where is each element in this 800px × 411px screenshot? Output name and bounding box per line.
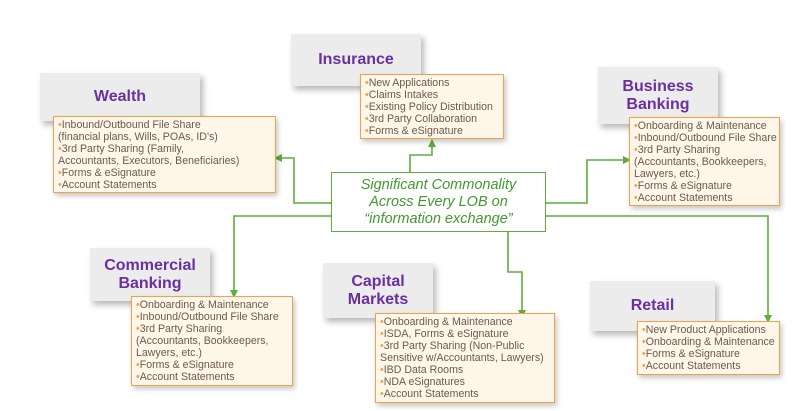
business-banking-title-line-1: Business xyxy=(622,77,694,95)
retail-item: Forms & eSignature xyxy=(642,348,775,360)
business-banking-item: Inbound/Outbound File Share xyxy=(634,132,777,144)
capital-markets-item: Onboarding & Maintenance xyxy=(380,316,550,328)
commercial-banking-item: Account Statements xyxy=(136,371,288,383)
center-line-3: “information exchange” xyxy=(364,210,513,227)
business-banking-item: 3rd Party Sharing xyxy=(634,144,775,156)
retail-item: New Product Applications xyxy=(642,324,775,336)
wealth-item: Account Statements xyxy=(58,179,271,191)
commercial-banking-title-box: Commercial Banking xyxy=(90,248,210,301)
connector-retail xyxy=(540,212,772,323)
retail-title: Retail xyxy=(630,297,675,314)
capital-markets-item: NDA eSignatures xyxy=(380,376,550,388)
connector-commercial-banking xyxy=(230,212,337,298)
insurance-item: Existing Policy Distribution xyxy=(365,101,499,113)
insurance-item: New Applications xyxy=(365,77,499,89)
capital-markets-title-box: Capital Markets xyxy=(323,263,433,318)
capital-markets-items: Onboarding & MaintenanceISDA, Forms & eS… xyxy=(375,313,555,403)
capital-markets-title-line-2: Markets xyxy=(347,290,409,308)
wealth-title: Wealth xyxy=(93,88,147,105)
center-statement: Significant Commonality Across Every LOB… xyxy=(331,172,546,232)
commercial-banking-item: Lawyers, etc.) xyxy=(136,347,202,359)
capital-markets-item: IBD Data Rooms xyxy=(380,364,550,376)
connector-insurance xyxy=(406,139,436,178)
insurance-title: Insurance xyxy=(318,51,394,68)
commercial-banking-title-line-1: Commercial xyxy=(104,256,196,274)
wealth-items: Inbound/Outbound File Share(financial pl… xyxy=(53,116,276,193)
capital-markets-item: Account Statements xyxy=(380,388,550,400)
business-banking-item: (Accountants, Bookkeepers, xyxy=(634,156,767,168)
capital-markets-item: Sensitive w/Accountants, Lawyers) xyxy=(380,352,544,364)
capital-markets-item: 3rd Party Sharing (Non-Public xyxy=(380,340,550,352)
commercial-banking-title-line-2: Banking xyxy=(118,274,182,292)
wealth-item: 3rd Party Sharing (Family, xyxy=(58,143,271,155)
commercial-banking-item: Inbound/Outbound File Share xyxy=(136,311,288,323)
insurance-item: Forms & eSignature xyxy=(365,125,499,137)
business-banking-item: Lawyers, etc.) xyxy=(634,168,700,180)
wealth-title-box: Wealth xyxy=(40,73,200,121)
capital-markets-title-line-1: Capital xyxy=(351,272,405,290)
wealth-item: Accountants, Executors, Beneficiaries) xyxy=(58,155,240,167)
connector-capital-markets xyxy=(504,226,526,318)
commercial-banking-item: (Accountants, Bookkeepers, xyxy=(136,335,269,347)
retail-item: Account Statements xyxy=(642,360,775,372)
insurance-item: 3rd Party Collaboration xyxy=(365,113,499,125)
connector-business-banking xyxy=(540,156,631,207)
business-banking-title-box: Business Banking xyxy=(598,67,718,124)
business-banking-title-line-2: Banking xyxy=(626,95,690,113)
retail-items: New Product ApplicationsOnboarding & Mai… xyxy=(637,321,780,375)
retail-item: Onboarding & Maintenance xyxy=(642,336,775,348)
business-banking-item: Account Statements xyxy=(634,192,775,204)
business-banking-items: Onboarding & MaintenanceInbound/Outbound… xyxy=(629,117,780,206)
connector-wealth xyxy=(274,154,337,207)
commercial-banking-item: Onboarding & Maintenance xyxy=(136,299,288,311)
commercial-banking-items: Onboarding & MaintenanceInbound/Outbound… xyxy=(131,296,293,386)
wealth-item: Forms & eSignature xyxy=(58,167,271,179)
business-banking-item: Onboarding & Maintenance xyxy=(634,120,775,132)
center-line-2: Across Every LOB on xyxy=(369,193,508,210)
wealth-item: (financial plans, Wills, POAs, ID's) xyxy=(58,131,218,143)
commercial-banking-item: Forms & eSignature xyxy=(136,359,288,371)
commercial-banking-item: 3rd Party Sharing xyxy=(136,323,288,335)
capital-markets-item: ISDA, Forms & eSignature xyxy=(380,328,550,340)
wealth-item: Inbound/Outbound File Share xyxy=(58,119,271,131)
business-banking-item: Forms & eSignature xyxy=(634,180,775,192)
insurance-items: New ApplicationsClaims IntakesExisting P… xyxy=(360,74,504,139)
center-line-1: Significant Commonality xyxy=(360,176,517,193)
insurance-item: Claims Intakes xyxy=(365,89,499,101)
